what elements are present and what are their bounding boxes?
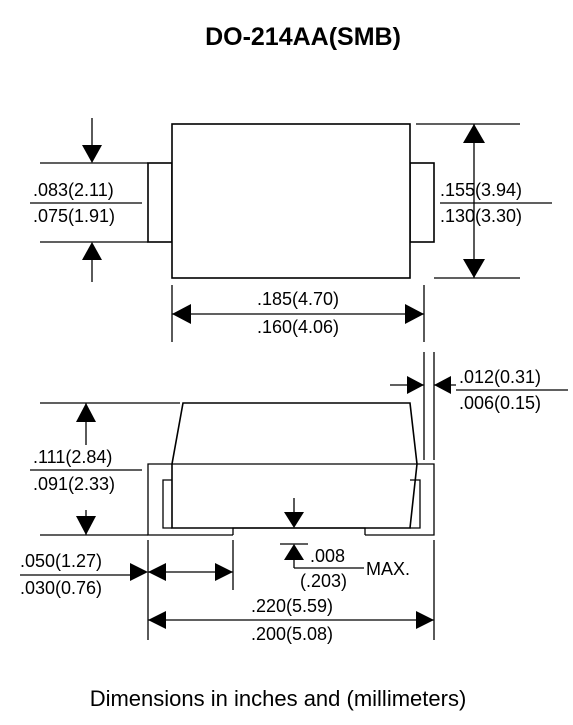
lead-width-min-label: .075(1.91) xyxy=(33,206,115,226)
foot-length-dimension: .050(1.27) .030(0.76) xyxy=(20,540,234,640)
lead-width-max-label: .083(2.11) xyxy=(33,180,114,200)
body-width-max-label: .155(3.94) xyxy=(440,180,522,200)
lead-thickness-min-label: .006(0.15) xyxy=(459,393,541,413)
arrow-up-icon xyxy=(76,403,96,422)
arrow-right-icon xyxy=(130,563,148,581)
top-view xyxy=(147,123,435,279)
body-length-max-label: .185(4.70) xyxy=(257,289,339,309)
arrow-up-icon xyxy=(82,242,102,260)
foot-length-max-label: .050(1.27) xyxy=(20,551,102,571)
arrow-right-icon xyxy=(407,376,424,394)
units-footnote: Dimensions in inches and (millimeters) xyxy=(90,686,467,711)
lead-thickness-dimension: .012(0.31) .006(0.15) xyxy=(390,352,568,460)
arrow-left-icon xyxy=(434,376,451,394)
package-body-top xyxy=(171,123,411,279)
arrow-left-icon xyxy=(148,563,166,581)
body-length-dimension: .185(4.70) .160(4.06) xyxy=(171,285,425,342)
arrow-up-icon xyxy=(463,124,485,143)
overall-length-max-label: .220(5.59) xyxy=(251,596,333,616)
foot-length-min-label: .030(0.76) xyxy=(20,578,102,598)
right-lead-bend xyxy=(365,463,435,536)
standoff-mm-label: (.203) xyxy=(300,571,347,591)
lead-width-dimension: .083(2.11) .075(1.91) xyxy=(30,118,148,282)
left-lead-tab xyxy=(147,162,173,243)
arrow-down-icon xyxy=(82,145,102,163)
arrow-left-icon xyxy=(148,611,166,629)
drawing-title: DO-214AA(SMB) xyxy=(205,23,401,51)
arrow-down-icon xyxy=(284,512,304,528)
arrow-down-icon xyxy=(463,259,485,278)
body-width-dimension: .155(3.94) .130(3.30) xyxy=(416,123,552,279)
arrow-right-icon xyxy=(405,304,424,324)
lead-thickness-max-label: .012(0.31) xyxy=(459,367,541,387)
height-min-label: .091(2.33) xyxy=(33,474,115,494)
overall-length-min-label: .200(5.08) xyxy=(251,624,333,644)
standoff-max-note: MAX. xyxy=(366,559,410,579)
arrow-right-icon xyxy=(215,563,233,581)
left-lead-bend xyxy=(147,463,233,536)
arrow-up-icon xyxy=(284,544,304,560)
arrow-right-icon xyxy=(416,611,434,629)
standoff-inch-label: .008 xyxy=(310,546,345,566)
body-width-min-label: .130(3.30) xyxy=(440,206,522,226)
height-dimension: .111(2.84) .091(2.33) xyxy=(30,402,180,536)
side-view xyxy=(147,402,435,545)
overall-length-dimension: .220(5.59) .200(5.08) xyxy=(148,540,435,644)
height-max-label: .111(2.84) xyxy=(33,447,112,467)
arrow-left-icon xyxy=(172,304,191,324)
right-lead-tab xyxy=(409,162,435,243)
body-length-min-label: .160(4.06) xyxy=(257,317,339,337)
standoff-dimension: .008 (.203) MAX. xyxy=(284,498,410,591)
arrow-down-icon xyxy=(76,516,96,535)
